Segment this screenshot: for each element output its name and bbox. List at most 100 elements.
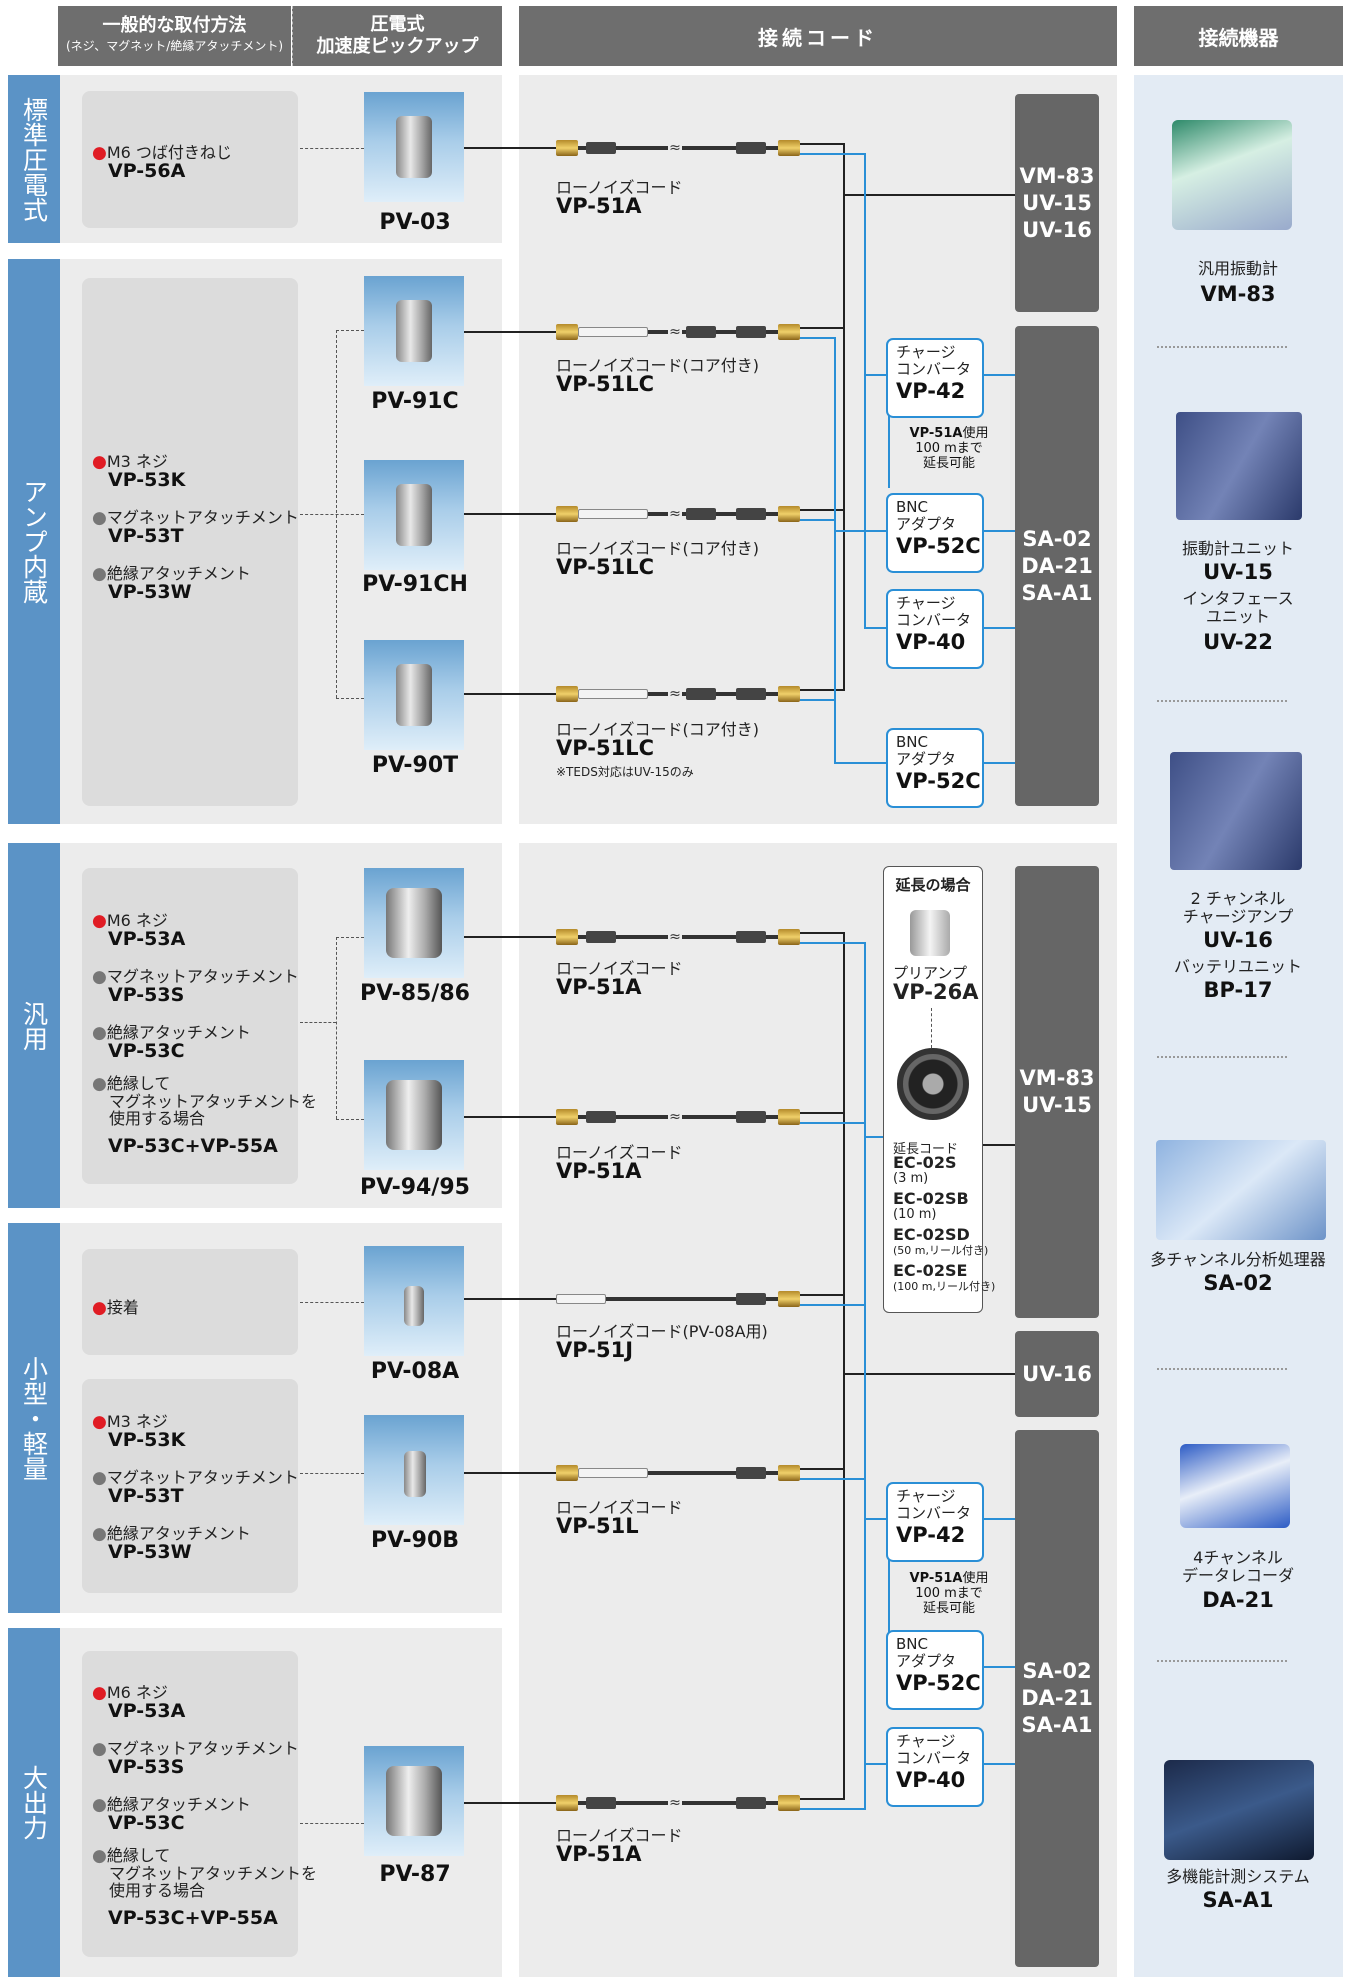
blue-route <box>800 1478 866 1480</box>
mount-name: ●絶縁アタッチメント <box>92 1524 251 1544</box>
mount-name: ●接着 <box>92 1298 139 1318</box>
blue-route <box>984 627 1015 629</box>
mount-model: VP-53C <box>108 1812 185 1834</box>
device-name: 4チャンネルデータレコーダ <box>1181 1548 1294 1585</box>
mount-box-6 <box>82 1651 298 1957</box>
sensor-name: PV-90T <box>371 753 459 778</box>
sensor-link <box>464 513 556 515</box>
sensor-name: PV-85/86 <box>360 981 470 1006</box>
mount-name: ●絶縁してマグネットアタッチメントを使用する場合 <box>92 1074 318 1128</box>
mount-name: ●マグネットアタッチメント <box>92 967 299 987</box>
sensor-image <box>364 460 464 570</box>
gray-dot-icon: ● <box>92 508 107 528</box>
device-model: DA-21 <box>1202 1588 1274 1612</box>
sensor-name: PV-03 <box>379 210 451 235</box>
extension-connector <box>931 1008 932 1048</box>
sensor-link <box>464 147 556 149</box>
sensor-name: PV-94/95 <box>360 1175 470 1200</box>
mount-name: ●マグネットアタッチメント <box>92 1739 299 1759</box>
charge-amp-image <box>1170 752 1302 870</box>
header-pickup-title: 圧電式 <box>370 14 425 35</box>
category-standard: 標準圧電式 <box>8 75 60 243</box>
header-pickup-sub: 加速度ピックアップ <box>316 36 479 57</box>
divider <box>1157 1368 1287 1370</box>
cord-type: ローノイズコード(コア付き) <box>556 356 760 375</box>
gray-dot-icon: ● <box>92 967 107 987</box>
cord-model: VP-51LC <box>556 555 655 579</box>
gray-dot-icon: ● <box>92 1023 107 1043</box>
cord-model: VP-51LC <box>556 736 655 760</box>
header-pickup: 圧電式 加速度ピックアップ <box>292 6 502 66</box>
extension-item: EC-02S (3 m) EC-02SB (10 m) EC-02SD (50 … <box>893 1153 996 1294</box>
blue-route <box>864 1136 888 1138</box>
cord-model: VP-51A <box>556 1842 642 1866</box>
blue-route <box>984 1666 1015 1668</box>
sensor-image <box>364 640 464 750</box>
gray-dot-icon: ● <box>92 1468 107 1488</box>
extension-title: 延長の場合 <box>895 876 971 894</box>
reel-icon <box>897 1048 969 1120</box>
unit-image <box>1176 412 1302 520</box>
device-model: SA-A1 <box>1202 1888 1274 1912</box>
blue-route <box>864 374 888 376</box>
black-route <box>800 689 845 691</box>
mount-name: ●M6 ネジ <box>92 911 168 931</box>
black-route <box>843 194 845 690</box>
mount-connector <box>300 1302 364 1303</box>
device-name: バッテリユニット <box>1173 957 1302 976</box>
sensor-link <box>464 936 556 938</box>
mount-connector <box>336 937 337 1119</box>
cable-image: ≈ <box>556 324 800 340</box>
mount-name: ●マグネットアタッチメント <box>92 508 299 528</box>
recorder-image <box>1180 1444 1290 1528</box>
blue-route <box>800 1808 866 1810</box>
blue-route <box>834 762 888 764</box>
preamp-label: プリアンプ <box>893 964 967 982</box>
cord-type: ローノイズコード(コア付き) <box>556 720 760 739</box>
gray-dot-icon: ● <box>92 1739 107 1759</box>
mount-name: ●マグネットアタッチメント <box>92 1468 299 1488</box>
category-label: アンプ内蔵 <box>19 479 49 604</box>
black-route <box>800 1798 845 1800</box>
vibration-meter-image <box>1172 120 1292 230</box>
cord-model: VP-51A <box>556 1159 642 1183</box>
blue-route <box>984 762 1015 764</box>
device-name: 多機能計測システム <box>1166 1867 1310 1886</box>
blue-route <box>888 1554 890 1634</box>
category-highout: 大出力 <box>8 1628 60 1977</box>
device-model: SA-02 <box>1203 1271 1273 1295</box>
mount-model: VP-53A <box>108 928 186 950</box>
red-dot-icon: ● <box>92 1412 107 1432</box>
blue-route <box>800 337 836 339</box>
sensor-image <box>364 1746 464 1856</box>
blue-route <box>864 153 866 628</box>
red-dot-icon: ● <box>92 452 107 472</box>
cord-type: ローノイズコード <box>556 1826 683 1845</box>
mount-model: VP-53S <box>108 984 185 1006</box>
mount-model: VP-53S <box>108 1756 185 1778</box>
cable-image: ≈ <box>556 506 800 522</box>
sensor-image <box>364 1415 464 1525</box>
divider <box>1157 1660 1287 1662</box>
mount-box-1 <box>82 91 298 228</box>
cable-image: ≈ <box>556 1109 800 1125</box>
sensor-link <box>464 693 556 695</box>
mount-connector <box>300 1823 364 1824</box>
category-small: 小型・軽量 <box>8 1223 60 1613</box>
divider <box>1157 346 1287 348</box>
cable-image: ≈ <box>556 929 800 945</box>
black-route <box>975 1144 1015 1146</box>
sensor-name: PV-90B <box>370 1528 460 1553</box>
gray-dot-icon: ● <box>92 1846 107 1866</box>
header-mount: 一般的な取付方法 (ネジ、マグネット/絶縁アタッチメント) <box>58 6 291 66</box>
blue-route <box>984 1518 1015 1520</box>
mount-model: VP-53C <box>108 1040 185 1062</box>
cord-type: ローノイズコード <box>556 178 683 197</box>
blue-route <box>984 530 1015 532</box>
category-label: 標準圧電式 <box>19 96 49 222</box>
